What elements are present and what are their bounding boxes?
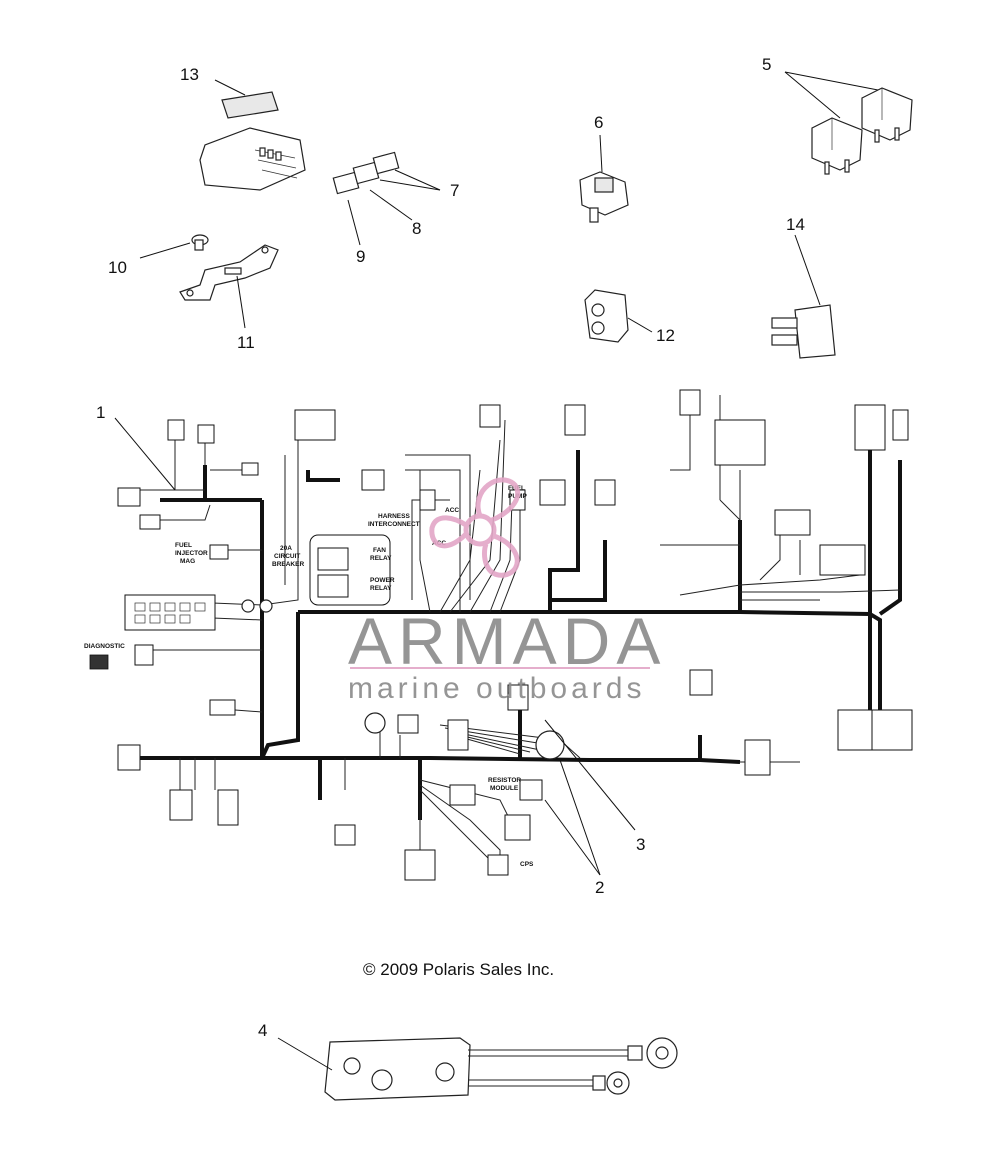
harness-interconnect-label-2: INTERCONNECT	[368, 521, 420, 528]
resistor-module-label-2: MODULE	[490, 785, 519, 792]
fuel-injector-label: FUEL	[175, 542, 192, 549]
propeller-logo	[429, 477, 520, 578]
callout-5: 5	[762, 55, 771, 74]
fuel-injector-label-2: INJECTOR	[175, 550, 208, 557]
fan-relay-label-2: RELAY	[370, 555, 392, 562]
circuit-breaker-label-3: BREAKER	[272, 561, 304, 568]
part-5-relays	[784, 71, 913, 175]
part-10-11-bracket	[139, 234, 279, 329]
fan-relay-label-1: FAN	[373, 547, 386, 554]
cps-label: CPS	[520, 861, 534, 868]
callout-10: 10	[108, 258, 127, 277]
part-6-connector	[579, 134, 629, 223]
watermark-title: ARMADA	[348, 604, 666, 678]
callout-1: 1	[96, 403, 105, 422]
fuel-injector-label-3: MAG	[180, 558, 195, 565]
acc-label-1: ACC	[445, 507, 459, 514]
harness-interconnect-label-1: HARNESS	[378, 513, 410, 520]
callout-numbers: 13 7 8 9 10 11 6 12 5 14 1 3 2 4	[96, 55, 805, 1040]
callout-leaders	[114, 417, 636, 876]
harness-connectors	[89, 389, 913, 881]
part-4-battery-cable-plate	[277, 1037, 678, 1101]
callout-8: 8	[412, 219, 421, 238]
part-12-circuit-breaker	[584, 289, 653, 343]
copyright-text: © 2009 Polaris Sales Inc.	[363, 960, 554, 979]
armada-watermark: ARMADA marine outboards	[348, 477, 666, 705]
callout-11: 11	[237, 333, 255, 352]
part-13-fuse-box-cover	[199, 79, 306, 191]
callout-2: 2	[595, 878, 604, 897]
part-7-8-9-fuses	[332, 151, 441, 246]
circuit-breaker-label-2: CIRCUIT	[274, 553, 300, 560]
circuit-breaker-label-1: 20A	[280, 545, 292, 552]
diagnostic-label: DIAGNOSTIC	[84, 643, 125, 650]
callout-3: 3	[636, 835, 645, 854]
callout-4: 4	[258, 1021, 267, 1040]
callout-7: 7	[450, 181, 459, 200]
power-relay-label-2: RELAY	[370, 585, 392, 592]
resistor-module-label-1: RESISTOR	[488, 777, 521, 784]
power-relay-label-1: POWER	[370, 577, 395, 584]
callout-6: 6	[594, 113, 603, 132]
callout-13: 13	[180, 65, 199, 84]
callout-14: 14	[786, 215, 805, 234]
callout-12: 12	[656, 326, 675, 345]
watermark-subtitle: marine outboards	[348, 672, 645, 705]
part-14-connector	[771, 234, 836, 359]
callout-9: 9	[356, 247, 365, 266]
